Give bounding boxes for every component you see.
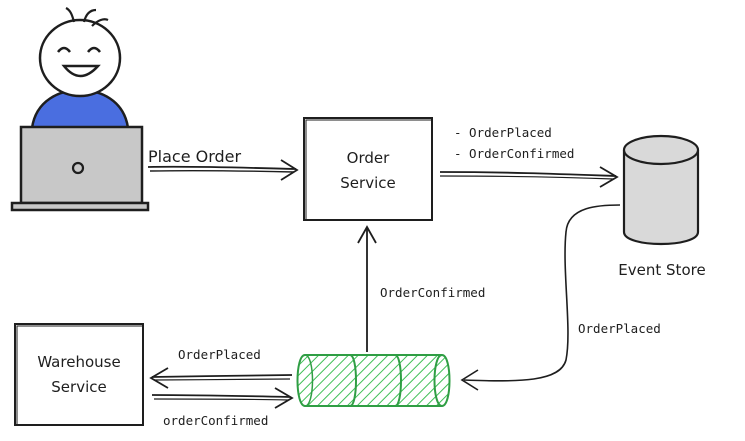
event-list-line2: - OrderConfirmed bbox=[454, 146, 574, 161]
events-to-store-arrow bbox=[439, 166, 619, 188]
event-list-line1: - OrderPlaced bbox=[454, 125, 552, 140]
warehouse-service-box: Warehouse Service bbox=[14, 323, 144, 426]
store-to-queue-arrow bbox=[460, 204, 621, 391]
order-confirmed-warehouse-label: orderConfirmed bbox=[163, 413, 268, 428]
user-figure bbox=[10, 7, 150, 212]
place-order-arrow bbox=[147, 159, 299, 181]
order-confirmed-up-label: OrderConfirmed bbox=[380, 285, 485, 300]
order-placed-store-label: OrderPlaced bbox=[578, 321, 661, 336]
place-order-label: Place Order bbox=[148, 147, 242, 166]
warehouse-service-label-line1: Warehouse bbox=[37, 353, 120, 371]
event-store-label: Event Store bbox=[618, 261, 705, 279]
order-placed-warehouse-label: OrderPlaced bbox=[178, 347, 261, 362]
queue-to-warehouse-arrow bbox=[149, 367, 293, 389]
order-service-label-line1: Order bbox=[347, 149, 390, 167]
queue-to-order-service-arrow bbox=[357, 225, 377, 352]
message-queue-cylinder-icon bbox=[296, 354, 451, 407]
warehouse-to-queue-arrow bbox=[151, 387, 294, 409]
warehouse-service-label-line2: Service bbox=[51, 378, 106, 396]
order-service-box: Order Service bbox=[303, 117, 433, 221]
laptop-icon bbox=[10, 125, 150, 212]
order-service-label-line2: Service bbox=[340, 174, 395, 192]
smiling-person-icon bbox=[30, 7, 130, 130]
database-cylinder-icon bbox=[622, 134, 700, 246]
